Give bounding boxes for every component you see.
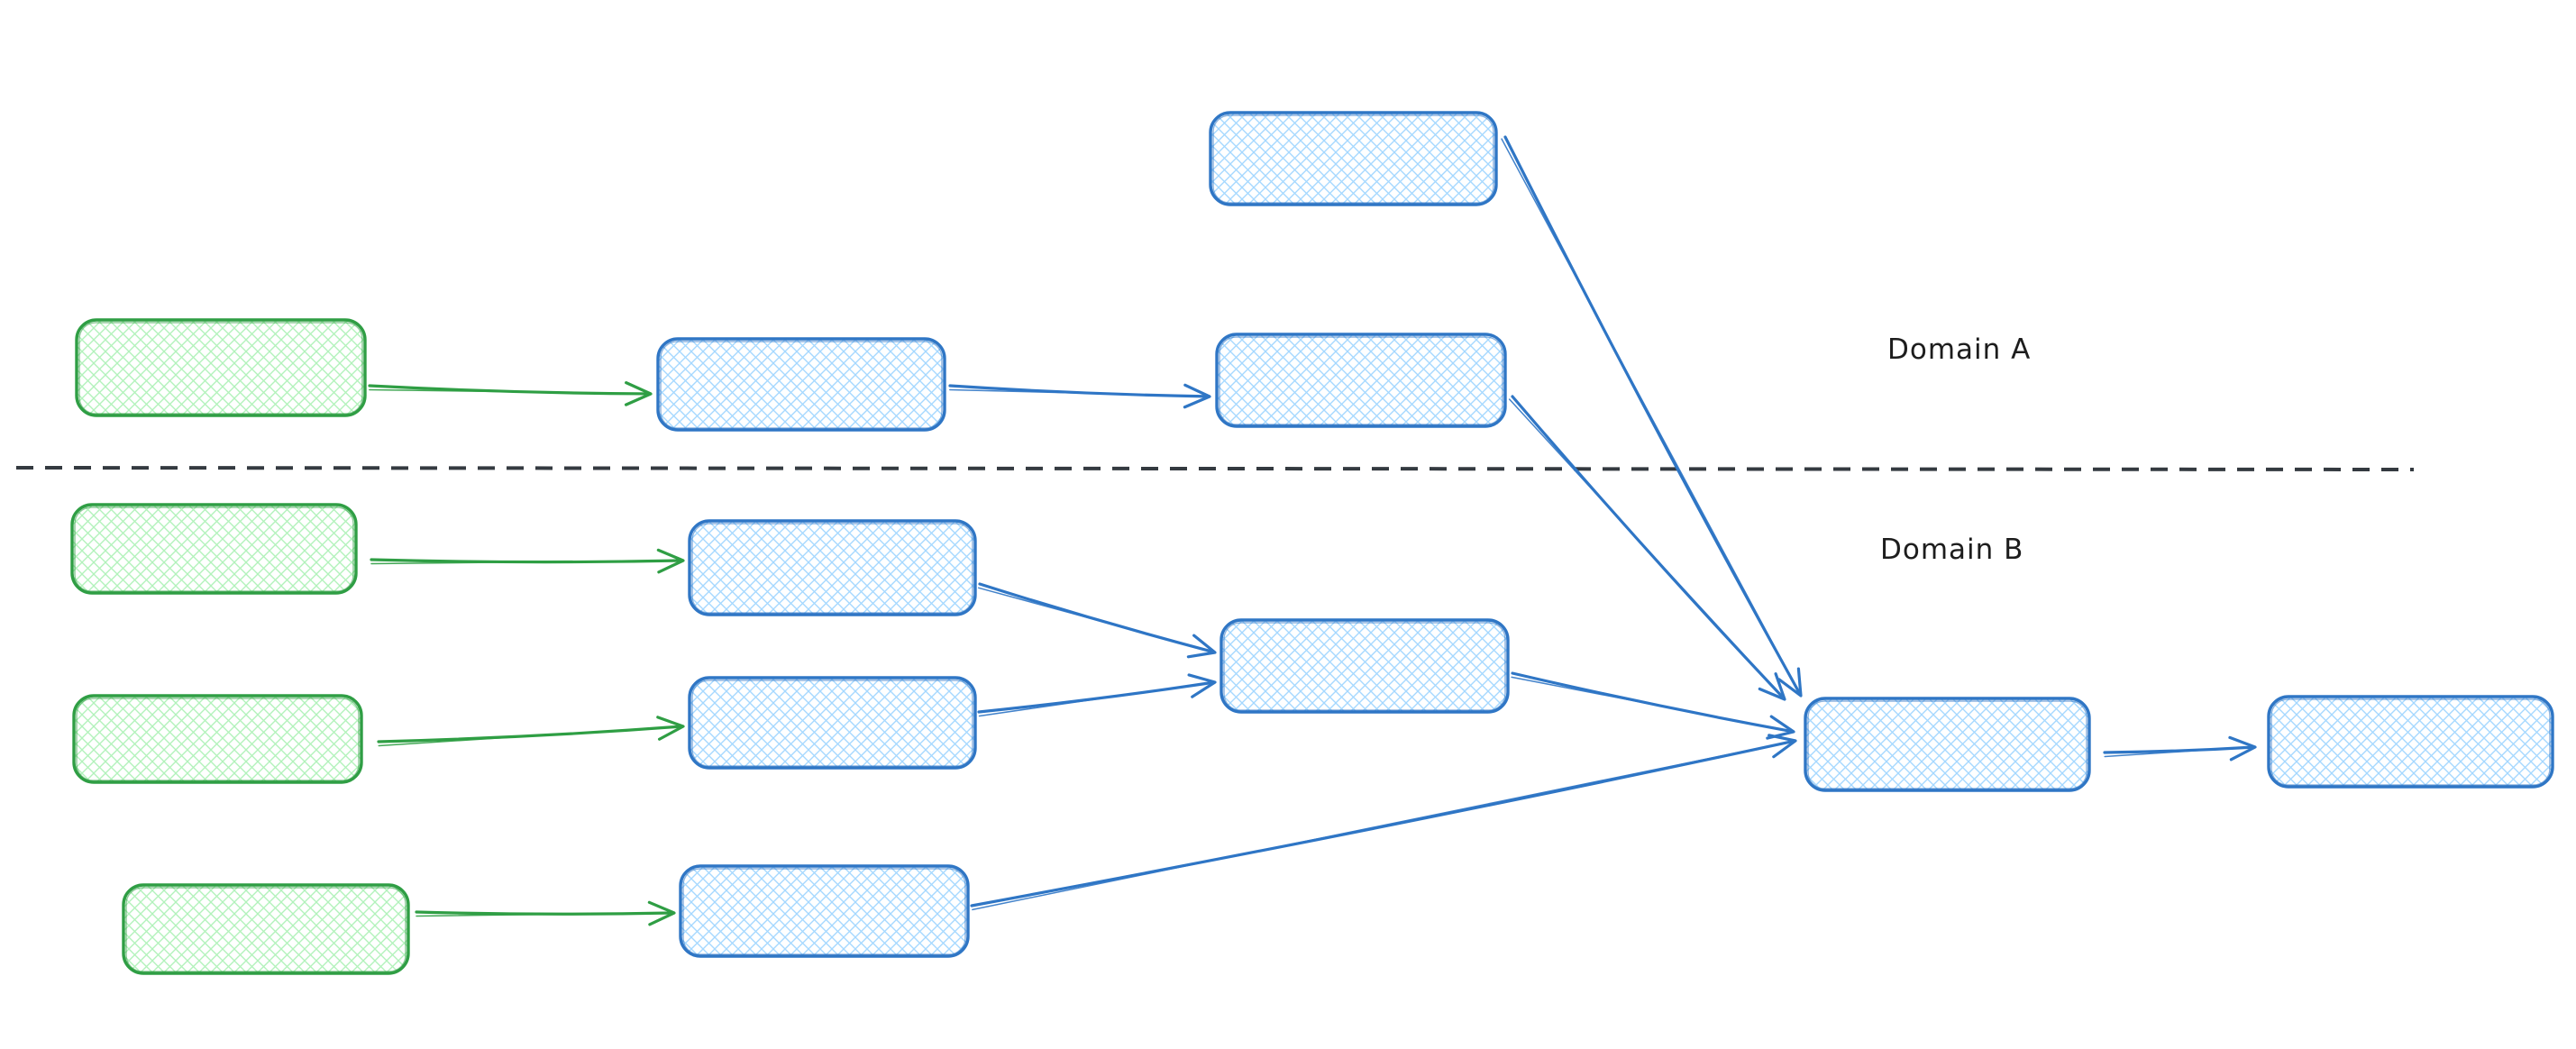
domain-divider-dashed-line [15, 466, 2415, 471]
edge-b-mid3-to-sink [970, 734, 1797, 911]
node-final [2267, 695, 2554, 789]
node-a-mid2-box [1215, 333, 1507, 428]
arrow-shaft-sketch [369, 388, 641, 395]
edge-b-source3-to-b-mid3 [415, 900, 676, 926]
node-a-top-box [1209, 111, 1498, 206]
arrow-shaft-sketch [978, 682, 1205, 717]
node-b-mid3-sketch-outline [682, 868, 966, 955]
arrow-head [624, 381, 653, 406]
arrow-shaft-sketch [370, 560, 673, 565]
arrow-shaft-sketch [972, 742, 1786, 911]
edge-b-mid1-to-b-merge [977, 582, 1217, 659]
edge-a-top-to-sink [1501, 135, 1803, 698]
node-a-mid1-box [656, 337, 946, 432]
node-final-box [2267, 695, 2554, 789]
node-b-mid1 [688, 519, 977, 616]
node-a-top-sketch-outline [1212, 114, 1494, 204]
node-a-source-box [75, 318, 367, 417]
node-b-mid2-box [688, 676, 977, 770]
edge-a-source-to-a-mid1 [368, 381, 653, 406]
node-a-source [75, 318, 367, 417]
node-b-source1-sketch-outline [74, 506, 354, 592]
node-sink-box [1804, 697, 2091, 792]
node-b-mid2-sketch-outline [691, 680, 973, 767]
node-final-sketch-outline [2270, 698, 2551, 786]
arrow-head [656, 548, 685, 574]
arrow-head [1758, 672, 1786, 701]
node-b-source3 [122, 883, 410, 975]
edge-b-source1-to-b-mid1 [370, 548, 685, 574]
arrow-shaft-sketch [416, 912, 664, 917]
node-a-mid2-sketch-outline [1219, 336, 1503, 425]
arrow-shaft [970, 739, 1795, 908]
arrow-shaft-sketch [1511, 676, 1784, 731]
node-b-mid1-sketch-outline [691, 523, 973, 614]
node-b-source1 [70, 503, 358, 595]
domain-a-label: Domain A [1887, 333, 2032, 366]
node-b-source3-box [122, 883, 410, 975]
node-b-mid1-box [688, 519, 977, 616]
edge-b-merge-to-sink [1511, 671, 1795, 740]
node-a-source-sketch-outline [78, 322, 363, 415]
node-sink [1804, 697, 2091, 792]
edge-b-mid2-to-b-merge [977, 673, 1217, 717]
arrow-head [1186, 634, 1217, 659]
node-b-source2-sketch-outline [76, 698, 360, 781]
node-b-source1-box [70, 503, 358, 595]
node-b-merge-box [1219, 618, 1510, 714]
arrow-head [1183, 383, 1211, 409]
node-a-mid2 [1215, 333, 1507, 428]
arrow-head [1777, 667, 1803, 698]
arrow-head [647, 900, 676, 926]
node-a-mid1 [656, 337, 946, 432]
node-b-mid2 [688, 676, 977, 770]
node-b-merge [1219, 618, 1510, 714]
arrow-head [656, 716, 685, 741]
arrow-shaft-sketch [378, 725, 673, 747]
node-b-source3-sketch-outline [125, 887, 406, 972]
node-b-source2 [72, 694, 363, 784]
arrow-shaft-sketch [1501, 138, 1797, 688]
edge-b-source2-to-b-mid2 [377, 716, 685, 747]
arrow-shaft-sketch [1508, 398, 1778, 692]
arrow-shaft-sketch [977, 587, 1206, 651]
arrow-head [2228, 735, 2257, 762]
node-a-mid1-sketch-outline [660, 341, 943, 429]
arrow-shaft-sketch [949, 388, 1200, 397]
edge-a-mid1-to-a-mid2 [948, 383, 1211, 409]
arrow-head [1187, 673, 1217, 698]
arrow-shaft [1503, 135, 1802, 695]
arrow-head [1768, 734, 1797, 759]
arrow-shaft-sketch [2104, 746, 2245, 758]
domain-b-label: Domain B [1880, 534, 2024, 566]
node-a-top [1209, 111, 1498, 206]
node-b-mid3 [679, 864, 970, 958]
node-b-source2-box [72, 694, 363, 784]
node-b-merge-sketch-outline [1223, 622, 1506, 711]
edge-a-mid2-to-sink [1508, 395, 1786, 701]
node-sink-sketch-outline [1807, 700, 2087, 789]
edge-sink-to-final [2103, 735, 2257, 762]
node-b-mid3-box [679, 864, 970, 958]
